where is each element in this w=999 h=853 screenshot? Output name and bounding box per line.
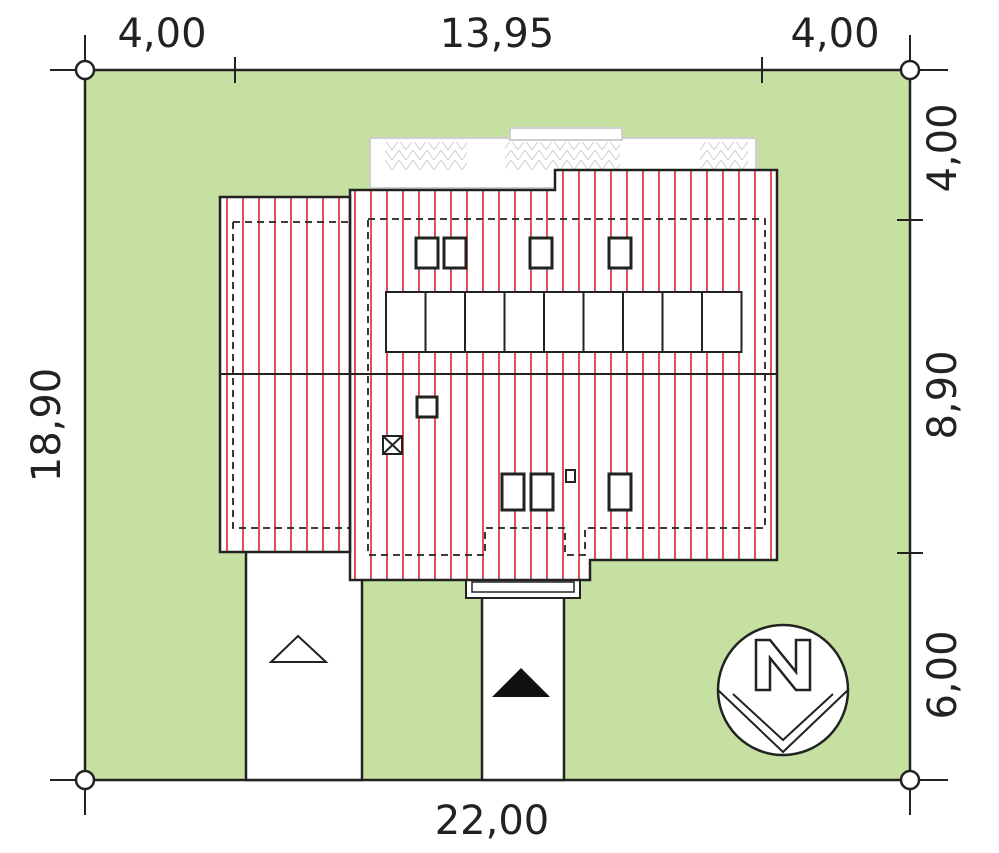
solar-panel [622,291,664,353]
solar-panel [701,291,743,353]
outline-triangle-icon [268,634,329,663]
solar-panel [661,291,703,353]
chimney [382,435,403,455]
solar-panels [385,291,743,353]
filled-triangle-icon [492,668,550,697]
dim-top-left: 4,00 [117,11,206,57]
roof-window [607,472,633,512]
solar-panel [543,291,585,353]
dimension-lines [50,35,948,815]
roof-window [529,472,555,512]
north-arrow-icon: N [716,623,850,757]
dim-bottom: 22,00 [435,798,550,844]
dim-right-top: 4,00 [920,103,966,192]
solar-panel [385,291,427,353]
roof-window [415,395,439,419]
dim-right-middle: 8,90 [920,350,966,439]
solar-panel [424,291,466,353]
solar-panel [464,291,506,353]
roof-window [528,236,554,270]
dim-left: 18,90 [24,368,70,483]
solar-panel [503,291,545,353]
dimension-nodes [74,59,921,791]
dim-top-middle: 13,95 [440,11,555,57]
dim-right-bottom: 6,00 [920,630,966,719]
solar-panel [582,291,624,353]
roof-window [442,236,468,270]
roof [218,168,779,582]
roof-windows [414,236,633,512]
roof-window [414,236,440,270]
dim-top-right: 4,00 [790,11,879,57]
roof-window [607,236,633,270]
roof-window [500,472,526,512]
vent [565,469,576,483]
